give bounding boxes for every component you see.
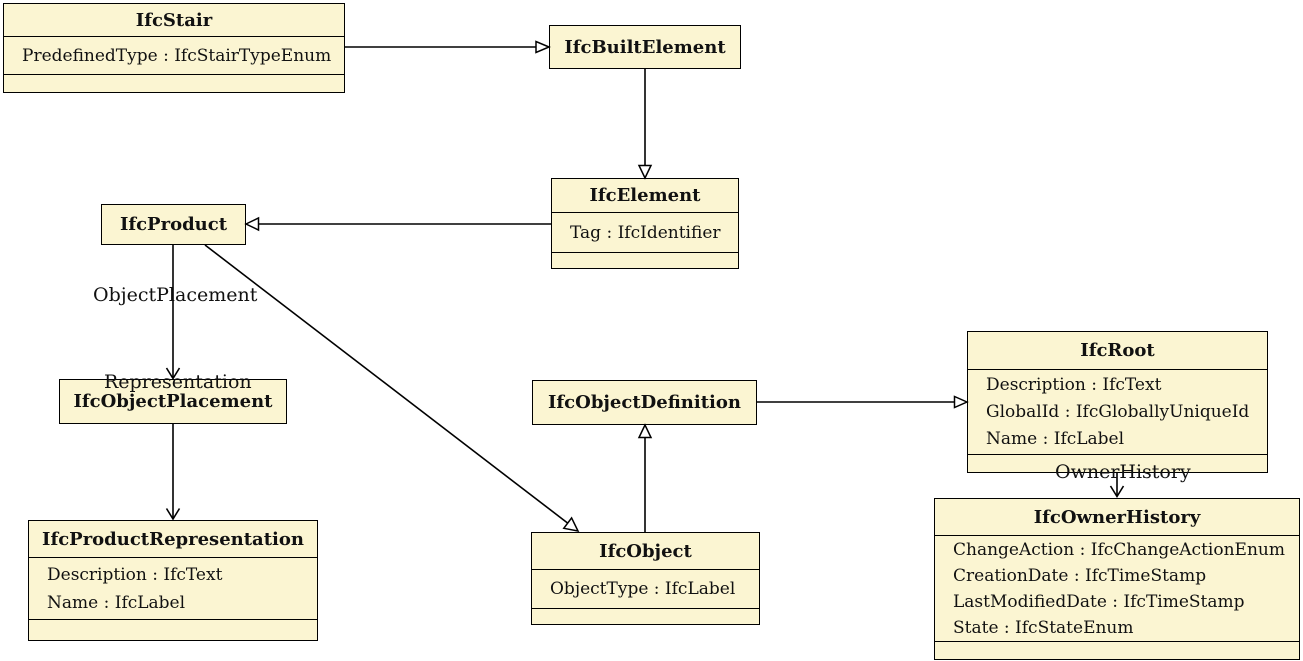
generalization-builtelement-element bbox=[637, 69, 653, 180]
class-empty-compartment bbox=[532, 608, 759, 624]
class-title: IfcOwnerHistory bbox=[1033, 506, 1201, 528]
attribute: LastModifiedDate : IfcTimeStamp bbox=[953, 591, 1245, 612]
class-empty-compartment bbox=[552, 252, 738, 268]
class-title: IfcElement bbox=[589, 185, 701, 206]
class-empty-compartment bbox=[29, 619, 317, 640]
class-ifcelement: IfcElement Tag : IfcIdentifier bbox=[551, 178, 739, 269]
class-title: IfcProductRepresentation bbox=[42, 528, 304, 550]
attribute: State : IfcStateEnum bbox=[953, 617, 1134, 638]
class-ifcproductrepresentation: IfcProductRepresentation Description : I… bbox=[28, 520, 318, 641]
class-empty-compartment bbox=[968, 454, 1267, 472]
generalization-element-product bbox=[244, 216, 551, 232]
class-ifcownerhistory: IfcOwnerHistory ChangeAction : IfcChange… bbox=[934, 498, 1300, 660]
class-attributes: Description : IfcText GlobalId : IfcGlob… bbox=[968, 369, 1267, 454]
generalization-stair-builtelement bbox=[345, 40, 551, 54]
generalization-objectdefinition-root bbox=[757, 395, 969, 409]
class-ifcstair: IfcStair PredefinedType : IfcStairTypeEn… bbox=[3, 3, 345, 93]
class-title: IfcObjectDefinition bbox=[548, 392, 741, 413]
class-ifcobject: IfcObject ObjectType : IfcLabel bbox=[531, 532, 760, 625]
class-attributes: PredefinedType : IfcStairTypeEnum bbox=[4, 36, 344, 74]
generalization-object-objectdefinition bbox=[637, 423, 653, 532]
attribute: Name : IfcLabel bbox=[986, 428, 1125, 449]
class-attributes: ChangeAction : IfcChangeActionEnum Creat… bbox=[935, 535, 1299, 641]
attribute: Description : IfcText bbox=[47, 564, 223, 585]
class-ifcbuiltelement: IfcBuiltElement bbox=[549, 25, 741, 69]
edge-label-objectplacement: ObjectPlacement bbox=[93, 284, 258, 306]
association-product-objectplacement bbox=[165, 245, 181, 381]
attribute: Name : IfcLabel bbox=[47, 592, 186, 613]
attribute: Description : IfcText bbox=[986, 374, 1162, 395]
class-attributes: Tag : IfcIdentifier bbox=[552, 212, 738, 252]
class-attributes: ObjectType : IfcLabel bbox=[532, 569, 759, 608]
class-title: IfcProduct bbox=[119, 214, 228, 235]
edge-label-representation: Representation bbox=[104, 371, 252, 393]
attribute: CreationDate : IfcTimeStamp bbox=[953, 565, 1207, 586]
class-ifcproduct: IfcProduct bbox=[101, 204, 246, 245]
association-objectplacement-productrepresentation bbox=[165, 424, 181, 521]
class-ifcobjectdefinition: IfcObjectDefinition bbox=[532, 380, 757, 425]
class-ifcroot: IfcRoot Description : IfcText GlobalId :… bbox=[967, 331, 1268, 473]
class-title: IfcStair bbox=[135, 9, 213, 31]
attribute: GlobalId : IfcGloballyUniqueId bbox=[986, 401, 1250, 422]
attribute: ObjectType : IfcLabel bbox=[550, 579, 736, 599]
class-title: IfcRoot bbox=[1080, 340, 1155, 361]
attribute: PredefinedType : IfcStairTypeEnum bbox=[22, 45, 332, 66]
class-attributes: Description : IfcText Name : IfcLabel bbox=[29, 557, 317, 619]
class-empty-compartment bbox=[4, 74, 344, 92]
attribute: Tag : IfcIdentifier bbox=[570, 222, 721, 243]
class-title: IfcObject bbox=[599, 540, 692, 562]
class-empty-compartment bbox=[935, 641, 1299, 659]
attribute: ChangeAction : IfcChangeActionEnum bbox=[953, 539, 1285, 560]
edge-label-ownerhistory: OwnerHistory bbox=[1055, 461, 1191, 483]
class-title: IfcBuiltElement bbox=[564, 36, 726, 58]
